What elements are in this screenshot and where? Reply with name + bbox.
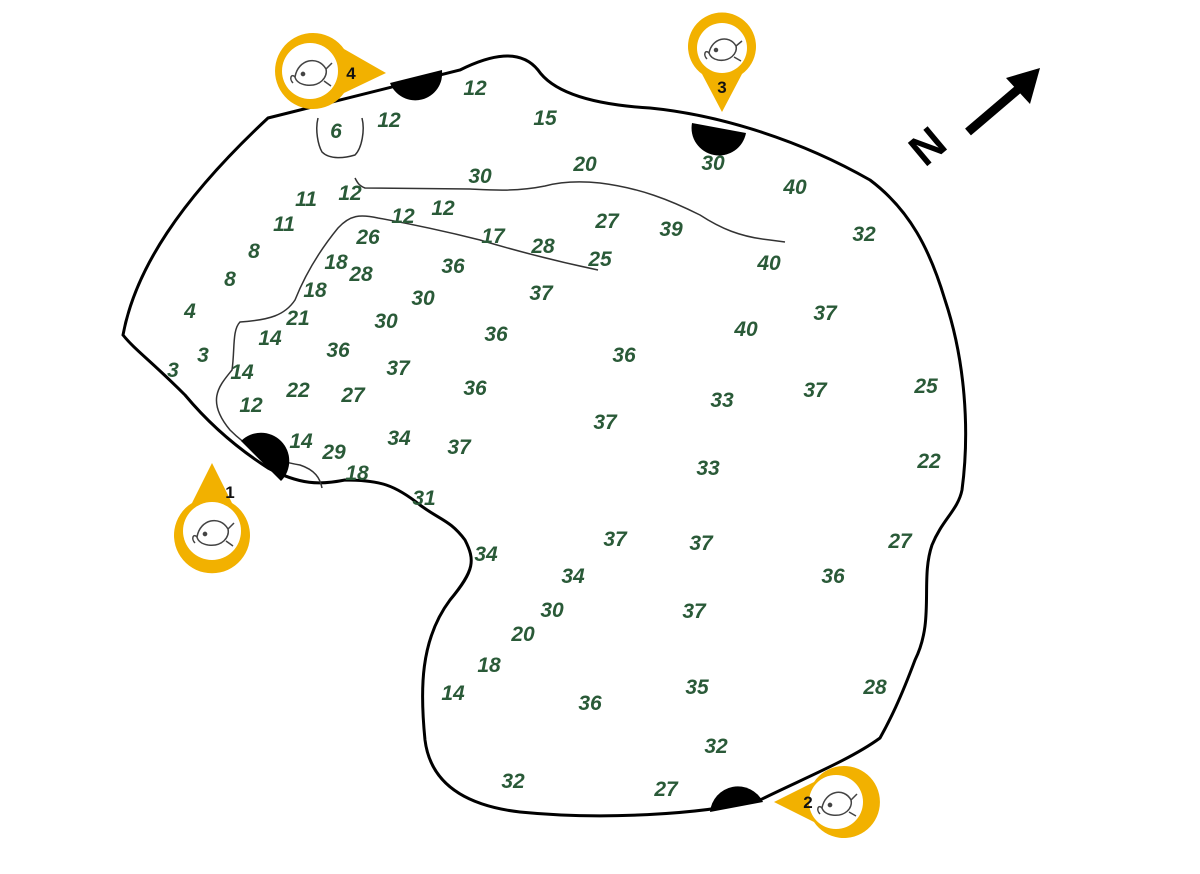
peg-pin-1[interactable]: 1 bbox=[174, 463, 250, 574]
depth-label: 34 bbox=[561, 565, 585, 588]
depth-label: 32 bbox=[704, 735, 728, 758]
peg-number-2: 2 bbox=[803, 793, 812, 812]
peg-marker-2 bbox=[710, 786, 763, 812]
depth-label: 29 bbox=[321, 441, 346, 464]
depth-label: 20 bbox=[510, 623, 535, 646]
depth-label: 14 bbox=[258, 327, 282, 350]
depth-label: 37 bbox=[593, 411, 618, 434]
depth-label: 30 bbox=[374, 310, 398, 333]
depth-label: 36 bbox=[441, 255, 465, 278]
depth-label: 3 bbox=[167, 359, 179, 382]
carp-fish-icon bbox=[817, 791, 858, 817]
depth-label: 34 bbox=[387, 427, 411, 450]
depth-label: 25 bbox=[913, 375, 938, 398]
depth-label: 12 bbox=[391, 205, 415, 228]
depth-label: 36 bbox=[484, 323, 508, 346]
depth-label: 28 bbox=[348, 263, 373, 286]
depth-label: 15 bbox=[533, 107, 557, 130]
depth-label: 30 bbox=[468, 165, 492, 188]
carp-fish-icon bbox=[192, 519, 235, 547]
depth-label: 32 bbox=[501, 770, 525, 793]
depth-label: 37 bbox=[386, 357, 411, 380]
depth-label: 40 bbox=[782, 176, 807, 199]
depth-label: 21 bbox=[285, 307, 309, 330]
north-arrow: N bbox=[900, 68, 1040, 176]
bay-contour bbox=[316, 117, 364, 159]
depth-label: 18 bbox=[345, 462, 369, 485]
depth-label: 11 bbox=[273, 213, 295, 236]
depth-label: 27 bbox=[887, 530, 913, 553]
depth-label: 36 bbox=[326, 339, 350, 362]
depth-label: 34 bbox=[474, 543, 498, 566]
depth-label: 33 bbox=[710, 389, 734, 412]
depth-label: 30 bbox=[411, 287, 435, 310]
depth-label: 6 bbox=[330, 120, 342, 143]
depth-label: 32 bbox=[852, 223, 876, 246]
depth-label: 26 bbox=[355, 226, 380, 249]
north-label: N bbox=[900, 118, 956, 176]
carp-fish-icon bbox=[290, 59, 333, 87]
depth-label: 8 bbox=[224, 268, 236, 291]
depth-label: 18 bbox=[324, 251, 348, 274]
peg-number-1: 1 bbox=[225, 483, 234, 502]
depth-label: 28 bbox=[862, 676, 887, 699]
depth-label: 37 bbox=[529, 282, 554, 305]
depth-label: 37 bbox=[803, 379, 828, 402]
depth-label: 12 bbox=[431, 197, 455, 220]
depth-label: 37 bbox=[682, 600, 707, 623]
depth-label: 37 bbox=[447, 436, 472, 459]
depth-label: 20 bbox=[572, 153, 597, 176]
peg-marker-3 bbox=[691, 123, 746, 156]
depth-label: 27 bbox=[594, 210, 620, 233]
peg-pin-2[interactable]: 2 bbox=[774, 766, 880, 838]
depth-label: 17 bbox=[481, 225, 506, 248]
depth-label: 25 bbox=[587, 248, 612, 271]
depth-label: 27 bbox=[653, 778, 679, 801]
depth-label: 22 bbox=[285, 379, 310, 402]
depth-label: 18 bbox=[303, 279, 327, 302]
depth-label: 31 bbox=[412, 487, 435, 510]
depth-label: 12 bbox=[377, 109, 401, 132]
depth-label: 30 bbox=[701, 152, 725, 175]
depth-label: 4 bbox=[183, 300, 196, 323]
depth-label: 40 bbox=[733, 318, 758, 341]
depth-label: 36 bbox=[612, 344, 636, 367]
depth-label: 36 bbox=[463, 377, 487, 400]
depth-label: 33 bbox=[696, 457, 720, 480]
depth-label: 37 bbox=[689, 532, 714, 555]
peg-number-4: 4 bbox=[346, 64, 356, 83]
depth-label: 22 bbox=[916, 450, 941, 473]
depth-label: 14 bbox=[289, 430, 313, 453]
peg-marker-4 bbox=[390, 70, 443, 101]
carp-fish-icon bbox=[704, 38, 743, 62]
depth-label: 36 bbox=[821, 565, 845, 588]
depth-label: 37 bbox=[813, 302, 838, 325]
peg-pin-4[interactable]: 4 bbox=[275, 33, 386, 110]
depth-label: 27 bbox=[340, 384, 366, 407]
depth-label: 39 bbox=[659, 218, 683, 241]
depth-label: 12 bbox=[239, 394, 263, 417]
depth-label: 18 bbox=[477, 654, 501, 677]
depth-label: 12 bbox=[338, 182, 362, 205]
depth-label: 30 bbox=[540, 599, 564, 622]
bar-contour bbox=[354, 177, 786, 243]
depth-label: 37 bbox=[603, 528, 628, 551]
depth-label: 40 bbox=[756, 252, 781, 275]
depth-label: 8 bbox=[248, 240, 260, 263]
peg-marker-1 bbox=[241, 432, 290, 481]
depth-label: 12 bbox=[463, 77, 487, 100]
depth-label: 3 bbox=[197, 344, 209, 367]
depth-label: 35 bbox=[685, 676, 709, 699]
depth-label: 14 bbox=[230, 361, 254, 384]
depth-label: 14 bbox=[441, 682, 465, 705]
peg-number-3: 3 bbox=[717, 78, 726, 97]
depth-label: 36 bbox=[578, 692, 602, 715]
peg-pin-3[interactable]: 3 bbox=[688, 12, 756, 112]
depth-label: 28 bbox=[530, 235, 555, 258]
depth-label: 11 bbox=[295, 188, 317, 211]
